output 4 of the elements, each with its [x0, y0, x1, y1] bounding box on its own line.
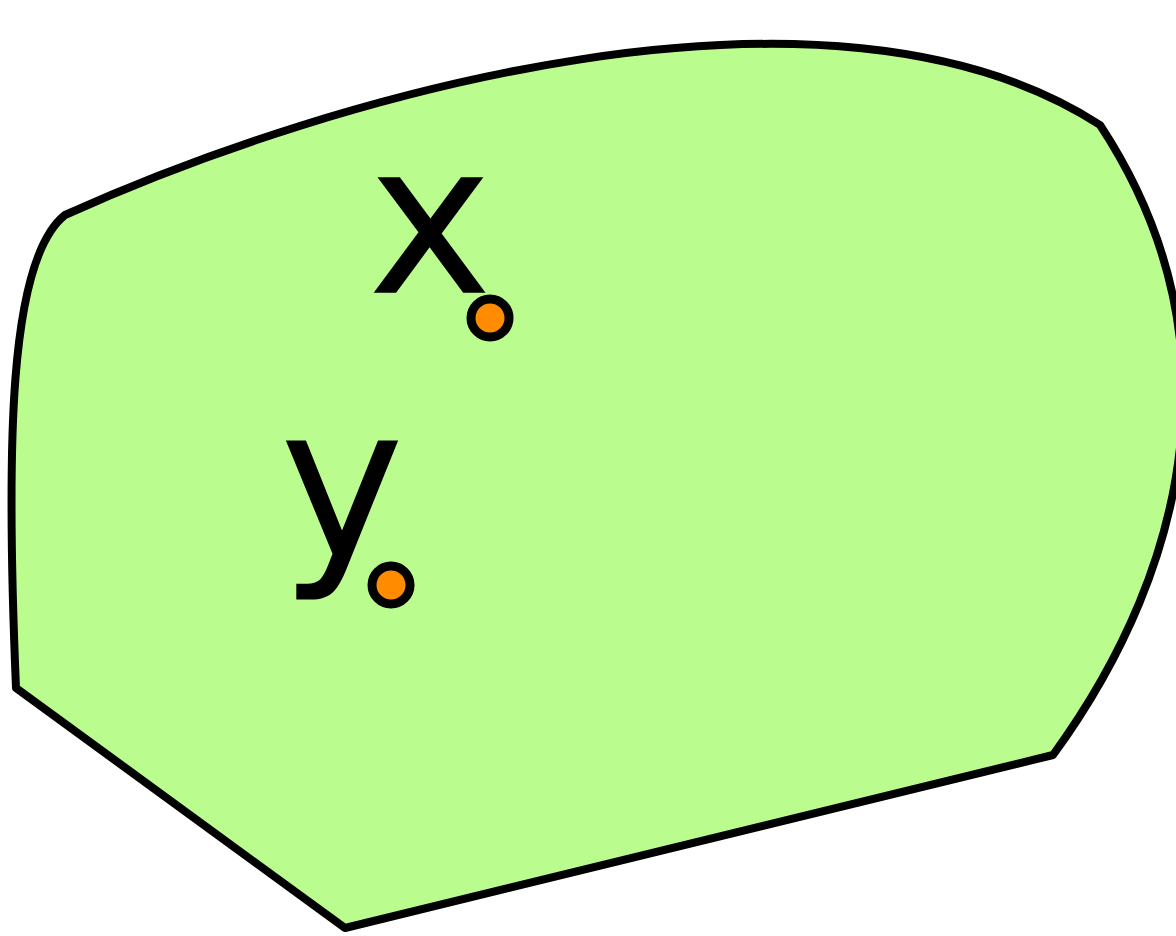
- point-label: y: [285, 440, 399, 600]
- point-label: x: [373, 177, 486, 293]
- region-shape: [7, 39, 1176, 932]
- point-marker: [466, 294, 514, 342]
